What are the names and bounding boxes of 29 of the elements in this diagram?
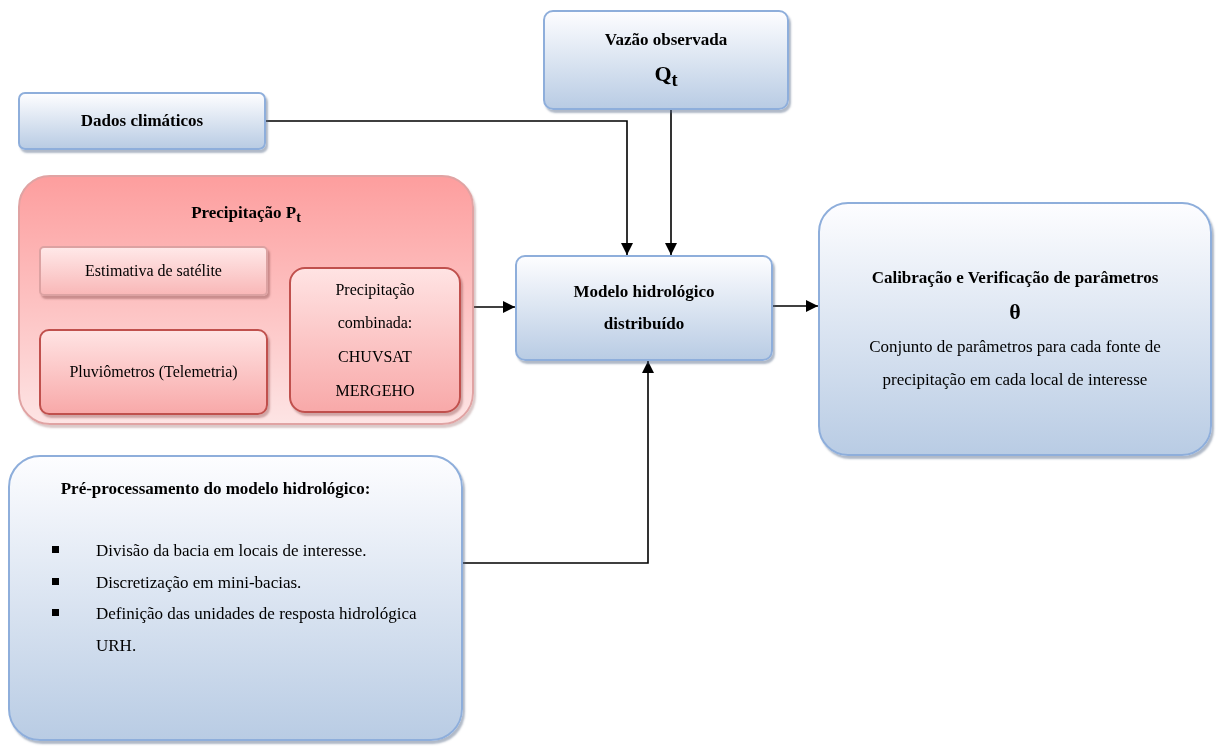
- arrow: [462, 360, 654, 564]
- heading: Dados climáticos: [80, 109, 204, 132]
- bullet-item: Discretização em mini-bacias.: [40, 566, 421, 599]
- arrow: [665, 109, 677, 256]
- source-box: [39, 246, 268, 296]
- heading: Pré-processamento do modelo hidrológico:: [60, 478, 371, 500]
- bullet-item: Definição das unidades de resposta hidrológica URH.: [40, 598, 421, 662]
- symbol-label: θ: [1009, 298, 1021, 327]
- heading: Vazão observada: [604, 29, 728, 51]
- input-box: [543, 10, 789, 110]
- output-box: [818, 202, 1212, 456]
- arrow: [265, 120, 633, 256]
- preprocessing-box: [8, 455, 463, 741]
- box-label: Pluviômetros (Telemetria): [69, 362, 238, 383]
- box-label: Precipitação combinada: CHUVSAT MERGEHO: [334, 279, 416, 401]
- group-panel: [18, 175, 474, 425]
- bullet-item: Divisão da bacia em locais de interesse.: [40, 535, 421, 567]
- source-box: [289, 267, 461, 413]
- arrow: [772, 300, 819, 312]
- heading: Calibração e Verificação de parâmetros: [871, 267, 1159, 290]
- box-label: Estimativa de satélite: [85, 261, 222, 282]
- arrow: [473, 301, 516, 313]
- symbol-label: Q$_{t}$: [654, 60, 678, 93]
- model-box: [515, 255, 773, 361]
- input-box: [18, 92, 266, 150]
- heading: Modelo hidrológico distribuído: [572, 280, 716, 335]
- heading: Precipitação P$_{t}$: [191, 202, 301, 228]
- source-box: [39, 329, 268, 415]
- description-text: Conjunto de parâmetros para cada fonte de precipitação em cada local de interesse: [868, 335, 1162, 391]
